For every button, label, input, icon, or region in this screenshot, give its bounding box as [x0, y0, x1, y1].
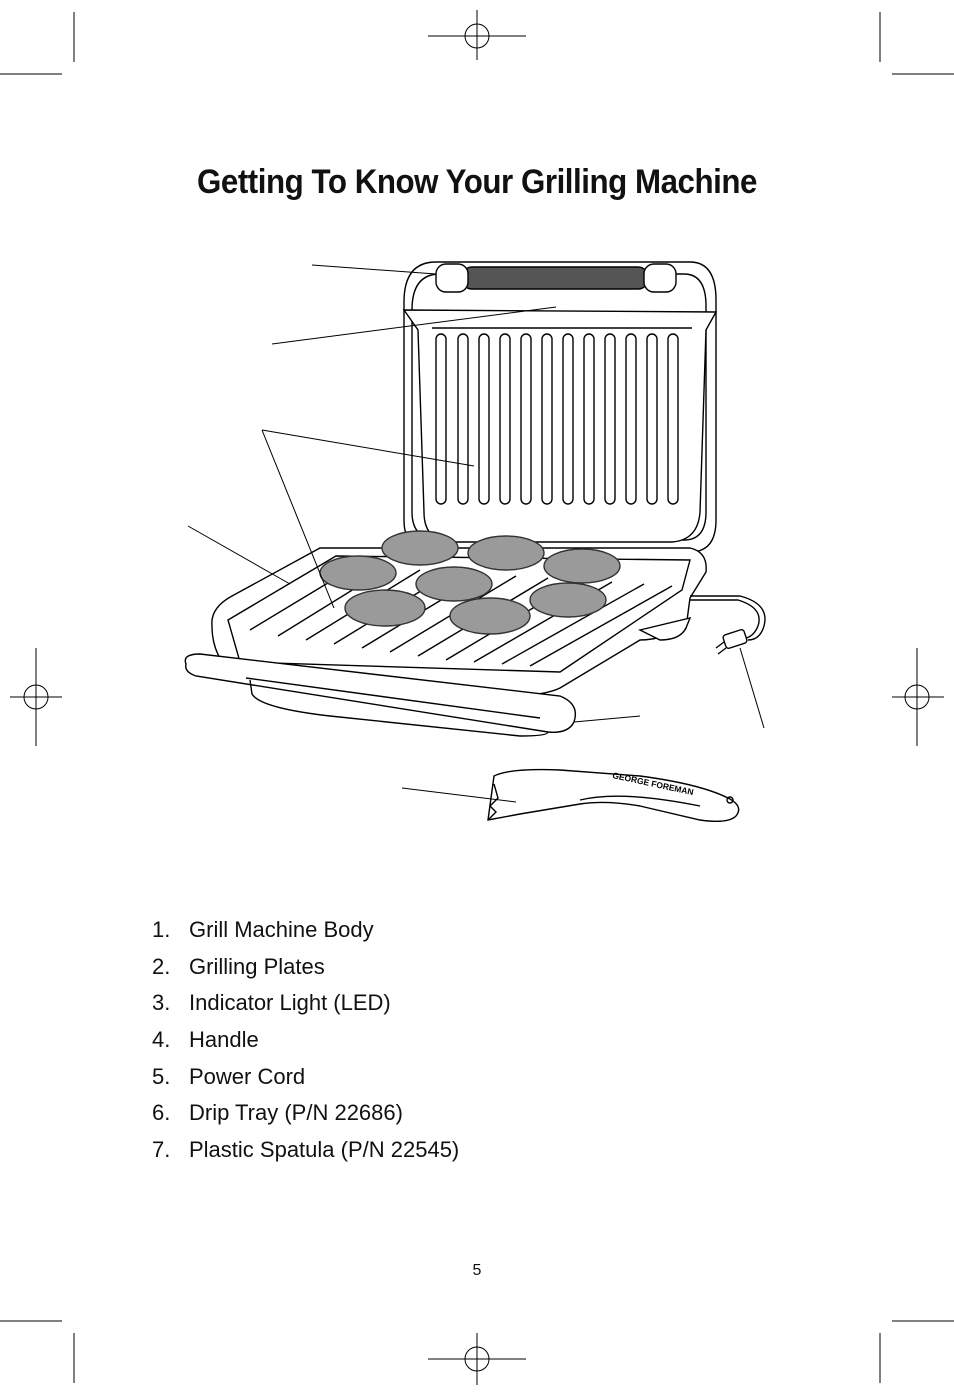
list-item-number: 7.	[152, 1137, 171, 1163]
list-item-label: Power Cord	[189, 1063, 306, 1089]
list-item-label: Handle	[189, 1027, 259, 1053]
parts-list: 1. Grill Machine Body 2. Grilling Plates 3…	[152, 912, 459, 1169]
list-item: 6. Drip Tray (P/N 22686)	[152, 1095, 459, 1132]
list-item: 2. Grilling Plates	[152, 949, 459, 986]
spatula	[487, 768, 740, 823]
food-patties	[319, 530, 621, 635]
list-item-number: 5.	[152, 1063, 171, 1089]
list-item-number: 2.	[152, 953, 171, 979]
list-item-number: 6.	[152, 1100, 171, 1126]
list-item-label: Plastic Spatula (P/N 22545)	[189, 1137, 460, 1163]
list-item-number: 1.	[152, 917, 171, 942]
page-number: 5	[472, 1262, 482, 1279]
list-item-label: Drip Tray (P/N 22686)	[189, 1100, 403, 1126]
list-item: 4. Handle	[152, 1022, 459, 1059]
list-item: 3. Indicator Light (LED)	[152, 985, 459, 1022]
handle	[461, 266, 649, 290]
list-item: 1. Grill Machine Body	[152, 912, 459, 949]
page-title: Getting To Know Your Grilling Machine	[197, 162, 757, 201]
upper-plate-ribs	[435, 333, 679, 505]
list-item-label: Grilling Plates	[189, 953, 325, 979]
list-item-label: Indicator Light (LED)	[189, 990, 391, 1016]
list-item-number: 3.	[152, 990, 171, 1016]
power-cord	[690, 595, 766, 641]
list-item: 7. Plastic Spatula (P/N 22545)	[152, 1132, 459, 1169]
upper-grilling-plate	[402, 309, 718, 543]
list-item: 5. Power Cord	[152, 1059, 459, 1096]
leader-lines	[187, 264, 765, 803]
list-item-number: 4.	[152, 1027, 171, 1053]
list-item-label: Grill Machine Body	[189, 917, 374, 942]
